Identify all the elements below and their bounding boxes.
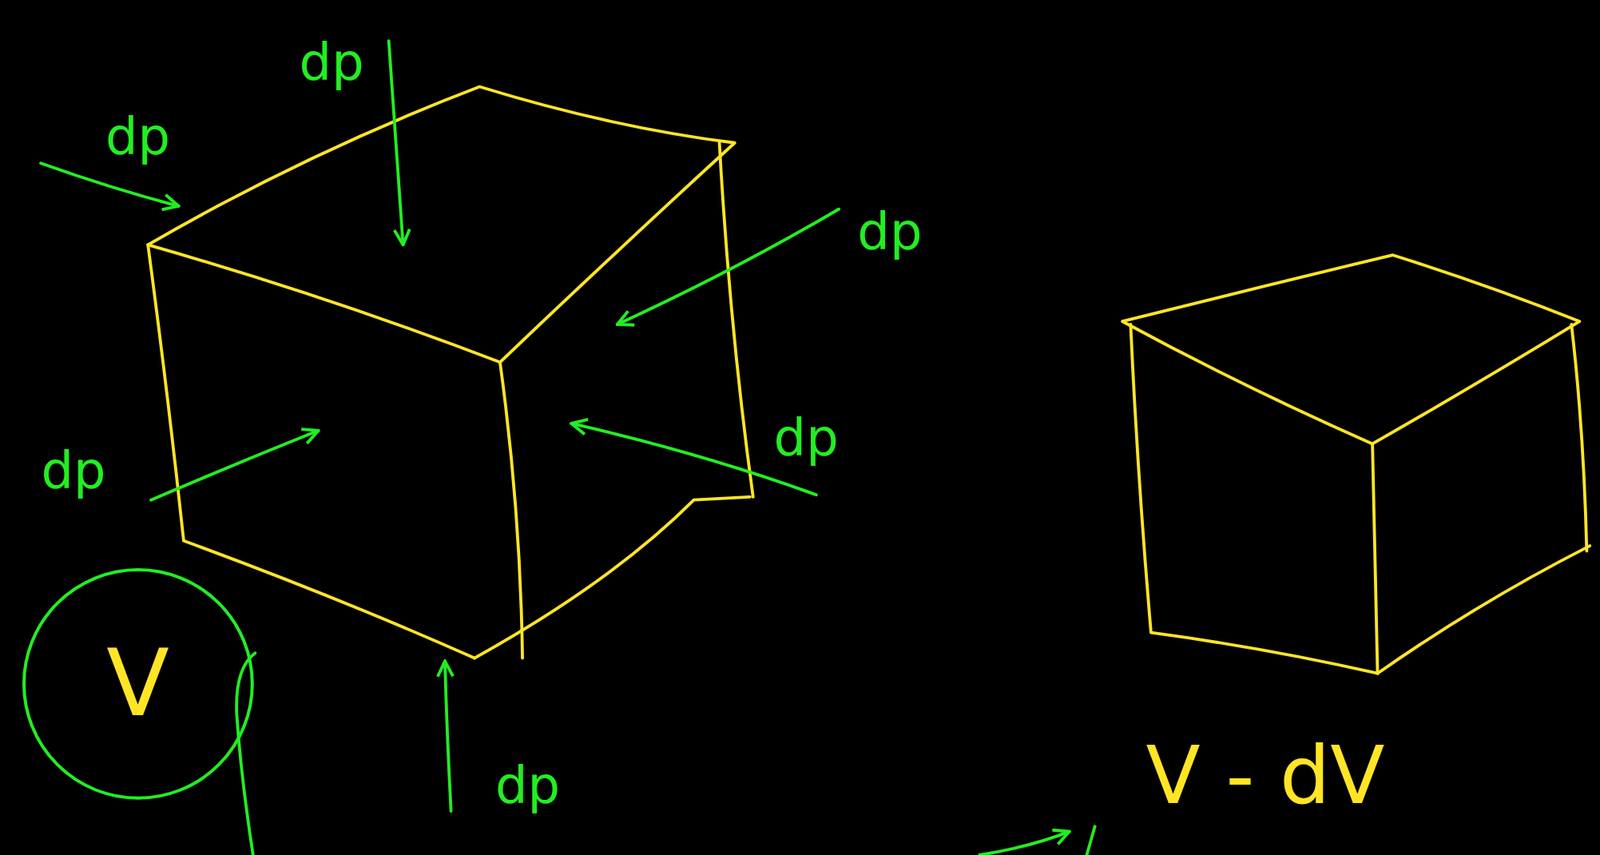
volume-circle: V	[20, 566, 256, 802]
pressure-label: dp	[37, 444, 109, 499]
circle-outline	[23, 569, 253, 799]
pressure-label: dp	[296, 35, 368, 91]
volume-label: V - dV	[1143, 734, 1389, 818]
pressure-label: dp	[853, 205, 926, 260]
pressure-label: dp	[492, 758, 564, 814]
volume-symbol: V	[106, 637, 170, 730]
result-arrow	[979, 831, 1069, 855]
pressure-label: dp	[102, 111, 174, 166]
pressure-arrows	[40, 40, 1096, 855]
result-arrow-tail	[1086, 825, 1095, 855]
pressure-label: dp	[770, 411, 842, 466]
cube-full	[147, 87, 754, 659]
cube-compressed	[1122, 254, 1590, 674]
